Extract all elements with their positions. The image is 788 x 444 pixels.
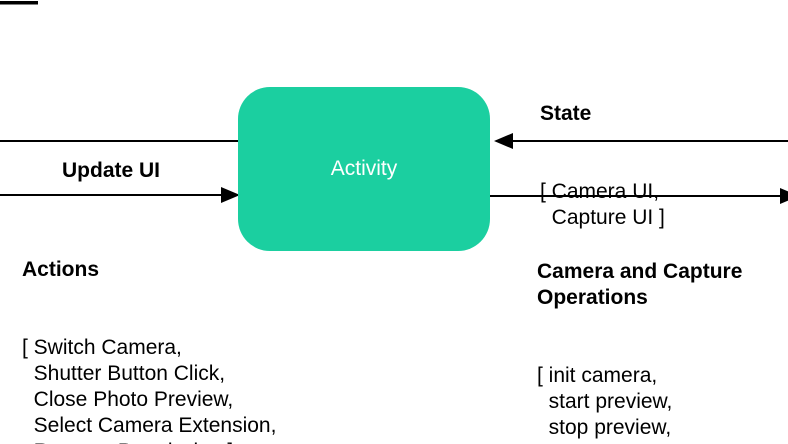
activity-node: Activity — [238, 87, 490, 251]
operations-arrowhead-icon — [780, 188, 788, 204]
state-items: [ Camera UI, Capture UI ] — [540, 180, 665, 229]
state-title: State — [540, 102, 592, 125]
update-ui-label-block: Update UI — [62, 106, 160, 236]
state-arrowhead-icon — [494, 133, 513, 149]
operations-label-block: Camera and Capture Operations [ init cam… — [537, 207, 742, 444]
state-label-block: State [ Camera UI, Capture UI ] — [540, 49, 665, 283]
operations-title: Camera and Capture Operations — [537, 260, 743, 309]
operations-items: [ init camera, start preview, stop previ… — [537, 364, 689, 444]
activity-node-label: Activity — [330, 157, 398, 180]
actions-title: Actions — [22, 258, 100, 281]
top-left-line-fragment — [0, 1, 38, 5]
actions-items: [ Switch Camera, Shutter Button Click, C… — [22, 336, 277, 444]
update-ui-title: Update UI — [62, 159, 161, 182]
actions-label-block: Actions [ Switch Camera, Shutter Button … — [22, 205, 276, 444]
actions-arrowhead-icon — [221, 187, 240, 203]
